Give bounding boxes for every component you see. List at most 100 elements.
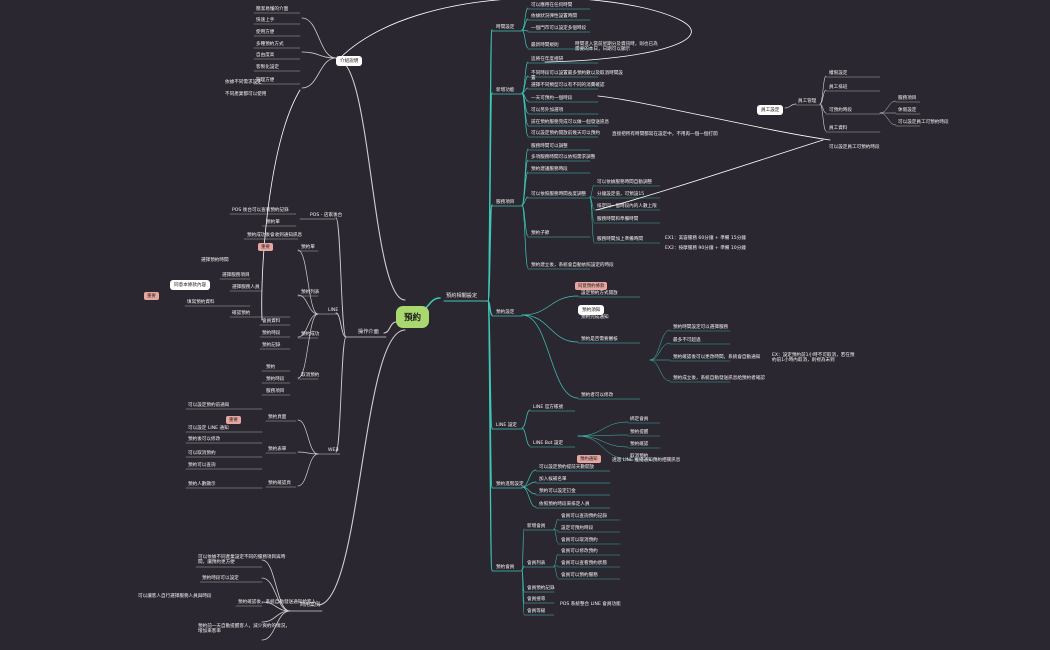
topic-node[interactable]: 多種預約方式: [256, 42, 284, 47]
tag-ops-left[interactable]: 重要: [144, 292, 159, 300]
topic-node[interactable]: 預約可以查詢: [188, 463, 216, 468]
topic-node[interactable]: 預約確認: [630, 442, 649, 447]
topic-node[interactable]: 一天可預約一個時段: [531, 96, 573, 101]
topic-node[interactable]: EX2：按摩服務 90分鐘 + 準備 10分鐘: [665, 246, 746, 251]
topic-node[interactable]: 會員可以查詢預約記錄: [561, 514, 607, 519]
topic-node[interactable]: 員工資料: [829, 126, 848, 131]
topic-node[interactable]: 分鐘設定值，可預設15: [597, 192, 645, 197]
tag-web[interactable]: 重要: [226, 416, 241, 424]
topic-node[interactable]: 可以設定員工可預約時段: [829, 145, 880, 150]
topic-node[interactable]: 管理方便: [256, 78, 275, 83]
topic-node[interactable]: 預約建議服務時段: [531, 167, 568, 172]
topic-node[interactable]: 預約成立後，系統自動發送訊息給預約者確認: [673, 376, 765, 381]
topic-node[interactable]: 預約子節: [531, 231, 550, 236]
topic-node[interactable]: 選擇服務項目: [222, 273, 250, 278]
topic-node[interactable]: 可以依照服務時間長度調整: [531, 192, 587, 197]
topic-node[interactable]: 新增會員: [527, 524, 546, 529]
section-label[interactable]: 預約進階設定: [496, 482, 524, 487]
topic-node[interactable]: 預約確認後可以更改時間，系統會自動通知: [673, 355, 761, 360]
topic-node[interactable]: 預約者可以修改: [581, 393, 614, 398]
topic-node[interactable]: 填寫預約資料: [187, 300, 215, 305]
topic-node[interactable]: 可預約時段: [829, 108, 852, 113]
branch-settings[interactable]: 預約相關設定: [446, 293, 478, 299]
section-label[interactable]: 時間設定: [496, 25, 515, 30]
topic-node[interactable]: EX1：美容服務 60分鐘 + 準備 15分鐘: [665, 236, 746, 241]
topic-node[interactable]: 多項服務時間可以依照需求調整: [531, 155, 596, 160]
topic-node[interactable]: 可以依據不同產業設定不同的服務項目與時間，讓預約更方便: [198, 555, 286, 566]
topic-node[interactable]: 可以設定預約前通知: [188, 403, 230, 408]
topic-node[interactable]: 預約記錄: [262, 343, 281, 348]
topic-node[interactable]: 簡潔易懂的介面: [256, 7, 289, 12]
section-label[interactable]: 服務項目: [496, 200, 515, 205]
topic-node[interactable]: 預約單: [266, 220, 280, 225]
topic-node[interactable]: 可以設定預約開放前幾天可以預約: [531, 131, 600, 136]
branch-scenario[interactable]: 商用案例: [300, 602, 321, 608]
topic-node[interactable]: 可以讓客人自行選擇服務人員與時段: [138, 594, 212, 599]
topic-node[interactable]: 會員可以取消預約: [561, 538, 598, 543]
topic-node[interactable]: 選擇不同類型可以有不同的消費確認: [531, 83, 605, 88]
root-node[interactable]: 預約: [396, 306, 430, 328]
topic-node[interactable]: 會員列表: [527, 561, 546, 566]
topic-node[interactable]: 客製化設定: [256, 65, 279, 70]
topic-node[interactable]: 會員可以修改預約: [561, 549, 598, 554]
topic-node[interactable]: 可以設定 LINE 通知: [188, 426, 229, 431]
topic-node[interactable]: 會員可以預約服務: [561, 573, 598, 578]
pill-reserve[interactable]: 預約須知: [578, 305, 605, 315]
topic-node[interactable]: POS 後台可以查看預約記錄: [232, 208, 289, 213]
topic-node[interactable]: EX：設定預約前1小時不可取消，若在預約前1小時內取消，則視為未到: [772, 353, 855, 364]
topic-node[interactable]: 設定可預約時段: [561, 526, 594, 531]
topic-node[interactable]: 可以取消預約: [188, 451, 216, 456]
topic-node[interactable]: 預約確認後，系統自動發送通知給客人: [238, 600, 317, 605]
topic-node[interactable]: 設定預約方式開放: [581, 291, 618, 296]
topic-node[interactable]: 服務項目: [266, 389, 285, 394]
topic-node[interactable]: 加入候補名單: [539, 477, 567, 482]
topic-node[interactable]: 服務時間和準備時間: [597, 217, 639, 222]
topic-node[interactable]: 服務項目: [898, 96, 917, 101]
topic-node[interactable]: 最新時間規則: [531, 43, 559, 48]
topic-node[interactable]: 時間進入當前星期分及資訊時，則也已為需要的本日，日期可以顯示: [575, 42, 658, 53]
topic-node[interactable]: 預約成功: [301, 332, 320, 337]
tag-reserve[interactable]: 同意預約條款: [575, 282, 608, 290]
topic-node[interactable]: 預約列表: [301, 290, 320, 295]
topic-node[interactable]: 權限設定: [829, 71, 848, 76]
topic-node[interactable]: 可以依據服務時間自動調整: [597, 180, 653, 185]
topic-node[interactable]: 選擇服務人員: [232, 285, 260, 290]
topic-node[interactable]: 預約時間設定可以選擇服務: [673, 325, 729, 330]
topic-node[interactable]: LINE Bot 設定: [533, 441, 564, 446]
topic-node[interactable]: POS - 店家後台: [310, 213, 343, 218]
topic-node[interactable]: 取消預約: [301, 373, 320, 378]
tag-line[interactable]: 預約通知: [577, 455, 601, 463]
topic-node[interactable]: 預約確認頁: [268, 481, 291, 486]
topic-node[interactable]: 排定同一個時段內的人數上限: [597, 204, 657, 209]
topic-node[interactable]: 預約提醒: [630, 430, 649, 435]
topic-node[interactable]: 該在預約服務完成可以做一個發送訊息: [531, 120, 610, 125]
topic-node[interactable]: 選擇預約時間: [201, 258, 229, 263]
topic-node[interactable]: 會員可以查看預約狀態: [561, 561, 607, 566]
topic-node[interactable]: 會員預約記錄: [527, 586, 555, 591]
topic-node[interactable]: 不同時段可以設置最多預約數以及取消時間設置: [531, 71, 623, 82]
tag-ops[interactable]: 重要: [258, 243, 273, 251]
topic-node[interactable]: WEB: [328, 448, 339, 453]
topic-node[interactable]: 透過 LINE 推播通知預約相關訊息: [612, 458, 681, 463]
topic-node[interactable]: 一個門市可以設定多個時段: [531, 26, 587, 31]
topic-node[interactable]: 不同產業都可以使用: [225, 92, 267, 97]
topic-node[interactable]: 預約: [266, 365, 276, 370]
topic-node[interactable]: 預約頁面: [268, 415, 287, 420]
topic-node[interactable]: 預約成功後會收到通知訊息: [247, 233, 303, 238]
pill-ops-terms[interactable]: 同意本條款內容: [170, 280, 211, 290]
topic-node[interactable]: 使用方便: [256, 30, 275, 35]
topic-node[interactable]: 可以設定員工可預約時段: [898, 120, 949, 125]
topic-node[interactable]: 服務時間可以調整: [531, 144, 568, 149]
topic-node[interactable]: 取消預約: [630, 454, 649, 459]
topic-node[interactable]: 綁定會員: [630, 417, 649, 422]
topic-node[interactable]: 預約人數顯示: [188, 482, 216, 487]
topic-node[interactable]: 預約後可以修改: [188, 437, 221, 442]
topic-node[interactable]: 預約單: [301, 245, 315, 250]
topic-node[interactable]: POS 系統整合 LINE 會員功能: [560, 602, 621, 607]
topic-node[interactable]: LINE 官方帳號: [533, 405, 564, 410]
topic-node[interactable]: 服務時間加上準備時間: [597, 237, 643, 242]
topic-node[interactable]: 確認預約: [232, 311, 251, 316]
topic-node[interactable]: 依據不同需求設定: [225, 80, 262, 85]
topic-node[interactable]: LINE: [328, 308, 339, 313]
topic-node[interactable]: 可以設定預約提前天數開放: [539, 465, 595, 470]
